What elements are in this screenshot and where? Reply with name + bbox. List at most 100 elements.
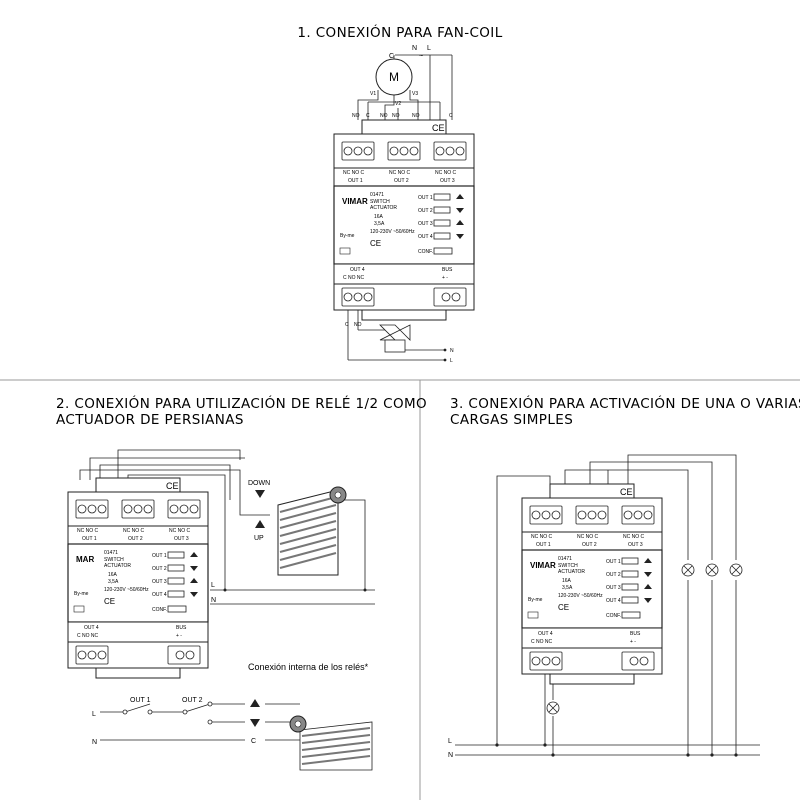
m3-conf: CONF. [606, 613, 621, 619]
m3-rating: 16A [562, 578, 572, 584]
m3-term-a2: NC NO C [577, 534, 599, 540]
m2-out2: OUT 2 [152, 566, 167, 572]
m3-byme: By-me [528, 597, 543, 603]
fancoil-bottom-l: L [450, 358, 453, 364]
actuator-module-1: NC NO C NC NO C NC NO C OUT 1 OUT 2 OUT … [333, 119, 475, 321]
m3-term-a3: NC NO C [623, 534, 645, 540]
m2-out4-bottom: OUT 4 [84, 625, 99, 631]
m2-out1-bottom: OUT 1 [82, 536, 97, 542]
m3-term-a1: NC NO C [531, 534, 553, 540]
m2-out3-bottom: OUT 3 [174, 536, 189, 542]
m3-out4: OUT 4 [606, 598, 621, 604]
m3-ce-top: CE [620, 487, 633, 497]
m1-ce-top: CE [432, 123, 445, 133]
fancoil-bottom-c: C [345, 322, 349, 328]
relay-l-label: L [92, 711, 96, 718]
m2-out3: OUT 3 [152, 579, 167, 585]
m2-ce-top: CE [166, 481, 179, 491]
m1-out1-bottom: OUT 1 [348, 178, 363, 184]
m2-bus-term: + - [176, 633, 182, 639]
term-no-2: NO [380, 113, 388, 119]
internal-up-arrow-icon [250, 699, 260, 707]
m2-name1: SWITCH [104, 557, 124, 563]
m2-conf-button[interactable] [73, 605, 85, 613]
down-arrow-icon [255, 490, 265, 498]
m3-out1: OUT 1 [606, 559, 621, 565]
motor-v1: V1 [370, 91, 376, 97]
internal-connection-caption: Conexión interna de los relés* [248, 662, 369, 672]
fancoil-label-n: N [412, 45, 417, 52]
section-2-title-line-2: ACTUADOR DE PERSIANAS [56, 412, 244, 428]
m3-name2: ACTUATOR [558, 569, 585, 575]
m1-term-a1: NC NO C [343, 170, 365, 176]
m3-out2: OUT 2 [606, 572, 621, 578]
relay-out2-label: OUT 2 [182, 697, 203, 704]
m3-name1: SWITCH [558, 563, 578, 569]
fancoil-bottom-n: N [450, 348, 454, 354]
fancoil-label-c-top: C [389, 53, 394, 60]
m1-out3-bottom: OUT 3 [440, 178, 455, 184]
m1-ce: CE [370, 239, 381, 248]
m1-voltage: 120-230V ~50/60Hz [370, 229, 415, 235]
m3-bus-term: + - [630, 639, 636, 645]
m1-name2: ACTUATOR [370, 205, 397, 211]
section-3-title-line-1: 3. CONEXIÓN PARA ACTIVACIÓN DE UNA O VAR… [450, 394, 800, 412]
roller-shutter [277, 486, 347, 576]
m3-out4-bottom: OUT 4 [538, 631, 553, 637]
m1-conf-button[interactable] [339, 247, 351, 255]
section-3-title-line-2: CARGAS SIMPLES [450, 412, 573, 428]
m1-rating2: 3,5A [374, 221, 385, 227]
m1-code: 01471 [370, 192, 384, 198]
section-1-title: 1. CONEXIÓN PARA FAN-COIL [297, 23, 502, 41]
term-c-3: C [449, 113, 453, 119]
m1-byme: By-me [340, 233, 355, 239]
m3-rating2: 3,5A [562, 585, 573, 591]
motor-v3: V3 [412, 91, 418, 97]
m1-out4: OUT 4 [418, 234, 433, 240]
term-no-1: NO [352, 113, 360, 119]
m2-name2: ACTUATOR [104, 563, 131, 569]
m2-conf: CONF. [152, 607, 167, 613]
m3-code: 01471 [558, 556, 572, 562]
m2-term-a3: NC NO C [169, 528, 191, 534]
m1-name1: SWITCH [370, 199, 390, 205]
motor-label: M [389, 70, 399, 84]
m3-out2-bottom: OUT 2 [582, 542, 597, 548]
m3-ce: CE [558, 603, 569, 612]
shutter-up-label: UP [254, 535, 264, 542]
shutter-n-label: N [211, 597, 216, 604]
actuator-module-2: NC NO C NC NO C NC NO C OUT 1 OUT 2 OUT … [67, 477, 209, 679]
m1-brand: VIMAR [342, 197, 368, 206]
fancoil-diagram: N ~ L C M V1 V2 V3 NO C NO NO NO C [333, 45, 475, 364]
m2-rating2: 3,5A [108, 579, 119, 585]
loads-diagram: L N NC NO C NC NO C NC NO C OUT 1 OUT 2 … [448, 454, 760, 759]
shutter-diagram: DOWN UP L N NC NO C NC NO C NC NO C OUT … [67, 449, 375, 771]
m1-term-b: C NO NC [343, 275, 365, 281]
m2-brand: MAR [76, 555, 94, 564]
m2-code: 01471 [104, 550, 118, 556]
m2-ce: CE [104, 597, 115, 606]
term-no-4: NO [412, 113, 420, 119]
m1-out2-bottom: OUT 2 [394, 178, 409, 184]
term-c-1: C [366, 113, 370, 119]
fancoil-label-tilde: ~ [419, 53, 423, 60]
m1-rating: 16A [374, 214, 384, 220]
m3-bus: BUS [630, 631, 641, 637]
fancoil-label-l: L [427, 45, 431, 52]
lamp-icon [546, 563, 743, 715]
m1-bus: BUS [442, 267, 453, 273]
m2-term-a1: NC NO C [77, 528, 99, 534]
internal-shutter [289, 715, 373, 771]
m1-term-a2: NC NO C [389, 170, 411, 176]
shutter-l-label: L [211, 582, 215, 589]
shutter-down-label: DOWN [248, 480, 270, 487]
fancoil-bottom-no: NO [354, 322, 362, 328]
m2-term-b: C NO NC [77, 633, 99, 639]
m3-voltage: 120-230V ~50/60Hz [558, 593, 603, 599]
m3-brand: VIMAR [530, 561, 556, 570]
term-no-3: NO [392, 113, 400, 119]
m3-out3-bottom: OUT 3 [628, 542, 643, 548]
m1-bus-term: + - [442, 275, 448, 281]
m3-conf-button[interactable] [527, 611, 539, 619]
